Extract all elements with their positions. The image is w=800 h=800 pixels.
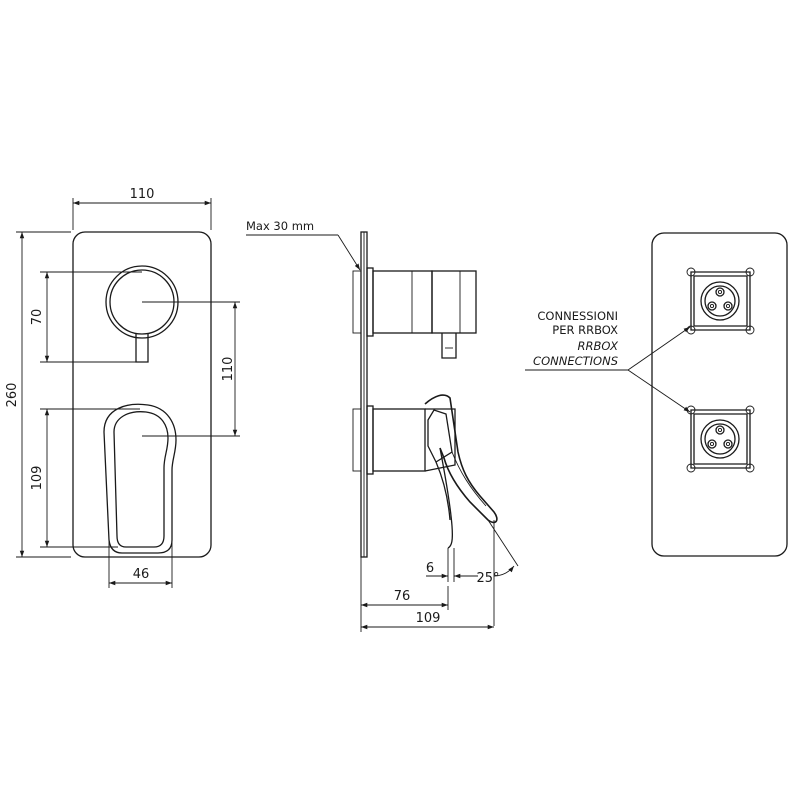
handle-width-label: 46 <box>133 567 150 582</box>
angle-label: 25° <box>476 571 499 586</box>
lower-spacing-label: 109 <box>30 466 45 491</box>
note-line-4: CONNECTIONS <box>533 354 618 368</box>
front-plate <box>72 231 212 558</box>
front-view: 110 260 70 110 109 46 <box>5 187 240 588</box>
note-line-3: RRBOX <box>578 339 620 353</box>
side-lever-handle <box>424 394 498 524</box>
height-dimension-label: 260 <box>5 383 20 408</box>
depth-long-label: 109 <box>416 611 441 626</box>
side-view: Max 30 mm 6 25° 76 109 <box>246 219 519 632</box>
lower-handle-outer <box>103 403 177 554</box>
width-dimension-label: 110 <box>130 187 155 202</box>
back-view: CONNESSIONI PER RRBOX RRBOX CONNECTIONS <box>525 232 788 557</box>
note-line-1: CONNESSIONI <box>537 309 618 323</box>
lower-rrbox-connection <box>686 405 755 473</box>
center-spacing-label: 110 <box>221 357 236 382</box>
max-depth-label: Max 30 mm <box>246 219 314 233</box>
note-line-2: PER RRBOX <box>552 323 618 337</box>
upper-knob-lever <box>135 334 149 363</box>
offset-label: 6 <box>426 561 434 576</box>
back-plate <box>651 232 788 557</box>
upper-spacing-label: 70 <box>30 309 45 326</box>
lower-handle-inner <box>113 411 169 548</box>
depth-short-label: 76 <box>394 589 411 604</box>
upper-rrbox-connection <box>686 267 755 335</box>
